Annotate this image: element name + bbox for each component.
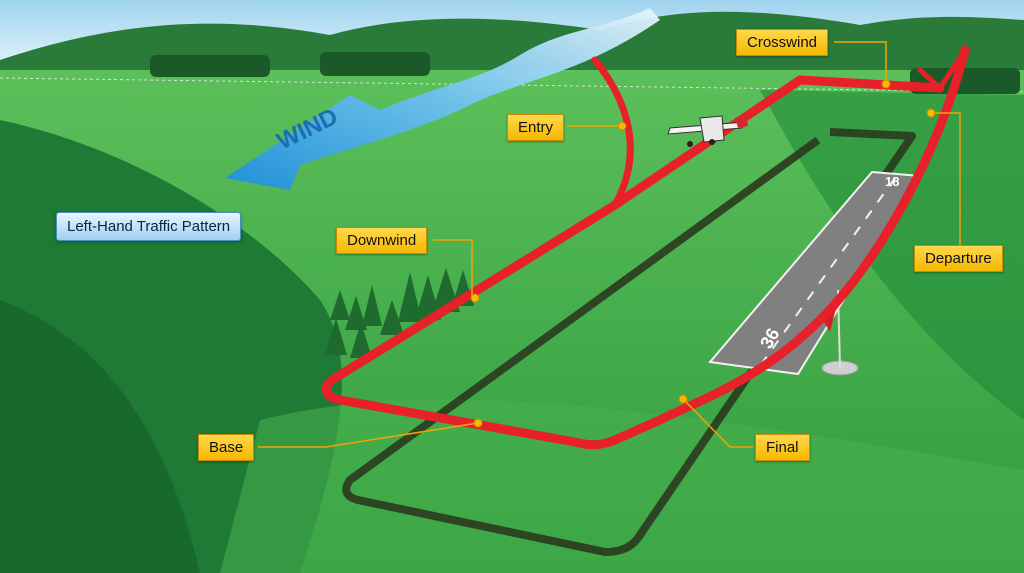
runway (708, 170, 922, 376)
final-label: Final (755, 434, 810, 461)
departure-label: Departure (914, 245, 1003, 272)
entry-leg-path (591, 56, 634, 209)
traffic-pattern-path (321, 45, 970, 450)
downwind-label: Downwind (336, 227, 428, 254)
leader-dots (470, 79, 936, 428)
entry-label: Entry (507, 114, 565, 141)
crosswind-label: Crosswind (736, 29, 829, 56)
runway-number-18: 18 (885, 174, 899, 189)
ground-track (342, 128, 916, 556)
leader-lines (258, 41, 961, 448)
pattern-title: Left-Hand Traffic Pattern (56, 212, 242, 241)
base-label: Base (198, 434, 255, 461)
airplane-icon (667, 114, 748, 147)
wind-arrow (225, 8, 660, 190)
departure-extension (917, 47, 968, 91)
near-field (220, 399, 1024, 573)
left-slope-lower (0, 300, 200, 573)
right-field (760, 90, 1024, 420)
